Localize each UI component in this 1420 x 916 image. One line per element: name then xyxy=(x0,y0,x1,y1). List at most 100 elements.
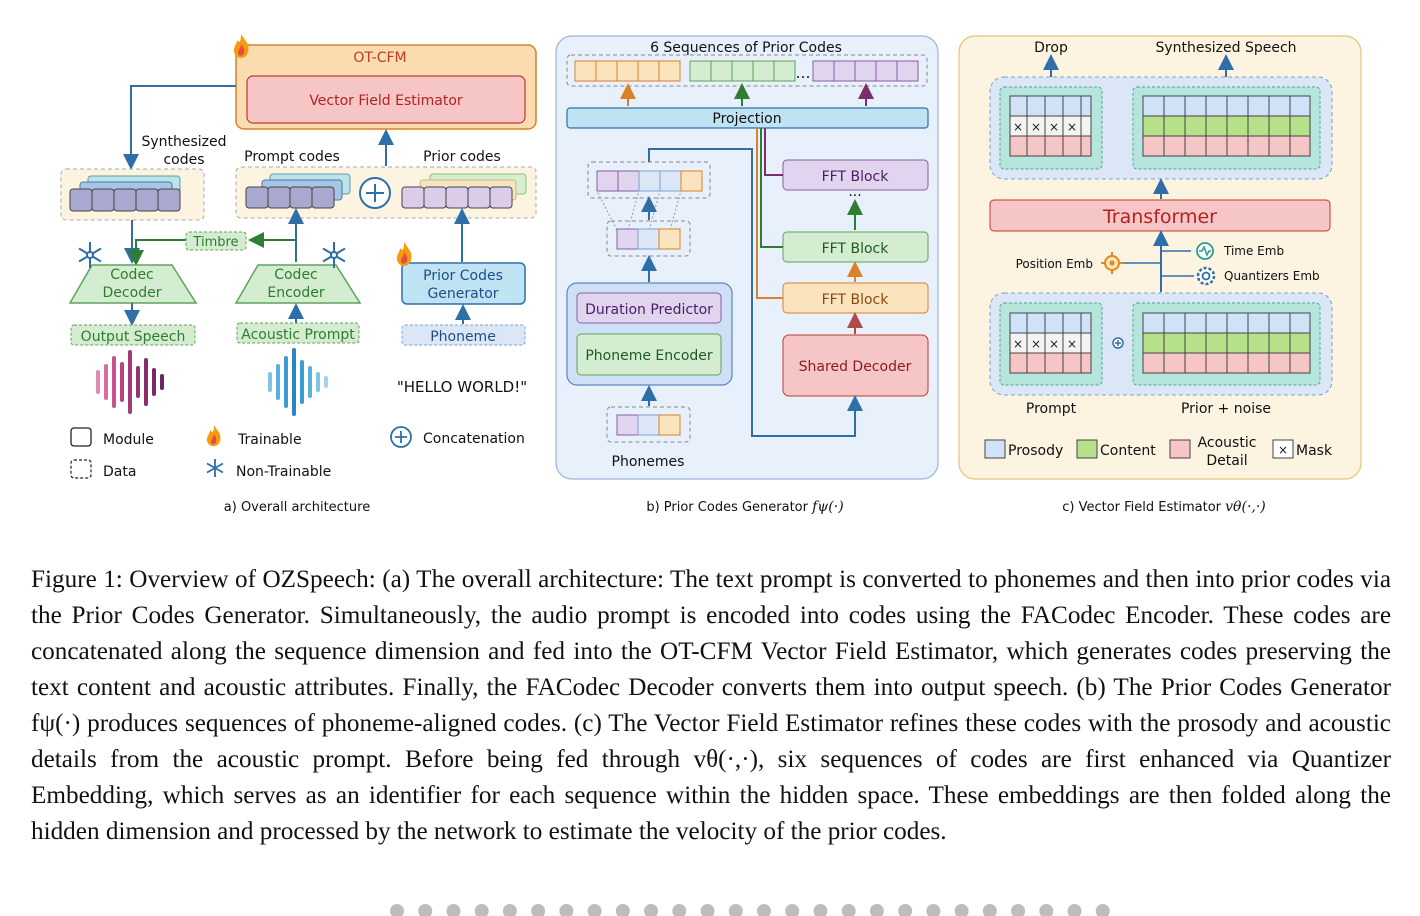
fft-ellipsis: ··· xyxy=(848,188,861,204)
svg-text:×: × xyxy=(1013,337,1023,351)
quantizers-emb-icon xyxy=(1196,266,1216,286)
shared-decoder-label: Shared Decoder xyxy=(799,359,912,375)
legend-mask-swatch xyxy=(1272,439,1294,459)
output-prior-grid xyxy=(1142,95,1311,157)
pcg-label-2: Generator xyxy=(427,286,498,302)
svg-text:×: × xyxy=(1067,120,1077,134)
snowflake-icon xyxy=(78,242,102,268)
input-prior-grid xyxy=(1142,312,1311,374)
legend-data-label: Data xyxy=(103,464,136,480)
concatenation-icon xyxy=(359,177,391,209)
legend-data-swatch xyxy=(70,459,92,479)
synthesized-label-1: Synthesized xyxy=(141,134,226,150)
figure-1-diagram: OT-CFM Vector Field Estimator Synthesize… xyxy=(60,34,1362,515)
panel-b-title: 6 Sequences of Prior Codes xyxy=(650,40,842,56)
fire-icon xyxy=(396,242,412,266)
svg-text:×: × xyxy=(1013,120,1023,134)
prompt-code-stack xyxy=(245,173,351,209)
legend-mask-label: Mask xyxy=(1296,443,1333,459)
time-emb-icon xyxy=(1196,242,1214,260)
panel-a-overall-architecture: OT-CFM Vector Field Estimator Synthesize… xyxy=(60,34,537,515)
legend-acoustic-label-2: Detail xyxy=(1206,453,1247,469)
acoustic-prompt-box xyxy=(236,322,360,344)
output-speech-box xyxy=(70,324,196,346)
phonemes-box xyxy=(606,406,691,443)
hello-world-text: "HELLO WORLD!" xyxy=(397,378,527,396)
pcg-label-1: Prior Codes xyxy=(423,268,503,284)
tap-orange xyxy=(756,128,783,299)
arrow-encoder-to-shared xyxy=(648,148,863,437)
concatenation-icon xyxy=(1112,337,1124,349)
phoneme-encoder-box xyxy=(576,333,722,376)
codec-decoder-label-2: Decoder xyxy=(103,285,162,301)
transformer-label: Transformer xyxy=(1102,206,1217,228)
phonemes-cells xyxy=(616,414,681,436)
input-prompt-grid xyxy=(1009,312,1092,374)
tap-green xyxy=(760,128,783,248)
prior-codes-label: Prior codes xyxy=(423,149,501,165)
output-speech-label: Output Speech xyxy=(81,329,186,345)
legend-mask-mark: × xyxy=(1278,443,1288,457)
sequence-purple xyxy=(812,60,919,82)
time-emb-label: Time Emb xyxy=(1223,244,1284,258)
quantizers-emb-label: Quantizers Emb xyxy=(1224,269,1320,283)
sequence-orange xyxy=(574,60,681,82)
snowflake-icon xyxy=(322,242,346,268)
arrow-timbre-to-decoder xyxy=(128,239,186,266)
codec-encoder-label-2: Encoder xyxy=(267,285,324,301)
legend-prosody-swatch xyxy=(984,439,1006,459)
tap-purple xyxy=(764,128,783,176)
duration-predictor-label: Duration Predictor xyxy=(585,302,713,318)
phoneme-box xyxy=(401,324,526,346)
svg-text:×: × xyxy=(1049,337,1059,351)
legend-nontrainable-label: Non-Trainable xyxy=(236,464,331,480)
phonemes-label: Phonemes xyxy=(612,454,685,470)
legend-content-label: Content xyxy=(1100,443,1156,459)
sequence-ellipsis: … xyxy=(796,64,811,82)
vector-field-estimator-box xyxy=(246,75,526,124)
phoneme-label: Phoneme xyxy=(430,329,496,345)
mask-marks-bottom: × × × × xyxy=(1013,337,1077,351)
panel-a-caption: a) Overall architecture xyxy=(224,500,370,515)
fft-block-mid-label: FFT Block xyxy=(822,241,890,257)
panel-b-caption: b) Prior Codes Generator fψ(·) xyxy=(646,499,843,515)
concatenation-icon xyxy=(390,426,412,448)
codec-encoder-label-1: Codec xyxy=(274,267,318,283)
mask-marks-top: × × × × xyxy=(1013,120,1077,134)
fire-icon xyxy=(206,425,221,447)
figure-caption: Figure 1: Overview of OZSpeech: (a) The … xyxy=(31,566,1391,845)
prompt-label: Prompt xyxy=(1026,401,1077,417)
svg-text:×: × xyxy=(1049,120,1059,134)
synth-speech-label: Synthesized Speech xyxy=(1155,40,1296,56)
vector-field-estimator-label: Vector Field Estimator xyxy=(309,93,463,109)
duration-predictor-box xyxy=(576,292,722,324)
svg-text:×: × xyxy=(1031,337,1041,351)
legend-acoustic-label-1: Acoustic xyxy=(1198,435,1257,451)
arrow-vfe-to-synth xyxy=(123,85,236,170)
prompt-codes-label: Prompt codes xyxy=(244,149,340,165)
synthesized-label-2: codes xyxy=(163,152,204,168)
sequence-green xyxy=(689,60,796,82)
legend-module-swatch xyxy=(70,427,92,447)
snowflake-icon xyxy=(206,459,224,477)
codec-encoder-box xyxy=(234,264,362,304)
ot-cfm-label: OT-CFM xyxy=(353,50,406,66)
short-seq-cells xyxy=(616,228,681,250)
panel-b-prior-codes-generator: 6 Sequences of Prior Codes … Projection … xyxy=(555,35,939,515)
projection-label: Projection xyxy=(712,111,781,127)
legend-module-label: Module xyxy=(103,432,154,448)
acoustic-prompt-label: Acoustic Prompt xyxy=(241,327,355,343)
legend-prosody-label: Prosody xyxy=(1008,443,1063,459)
svg-text:×: × xyxy=(1067,337,1077,351)
legend-content-swatch xyxy=(1076,439,1098,459)
panel-c-caption: c) Vector Field Estimator vθ(·,·) xyxy=(1062,499,1266,515)
fire-icon xyxy=(233,34,249,58)
position-emb-icon xyxy=(1101,252,1123,274)
next-line-cutoff xyxy=(0,896,1420,916)
prior-noise-label: Prior + noise xyxy=(1181,401,1271,417)
timbre-box xyxy=(185,231,247,251)
fft-block-low-label: FFT Block xyxy=(822,292,890,308)
prior-code-stack xyxy=(401,173,527,209)
output-waveform-icon xyxy=(96,350,164,414)
drop-label: Drop xyxy=(1034,40,1068,56)
